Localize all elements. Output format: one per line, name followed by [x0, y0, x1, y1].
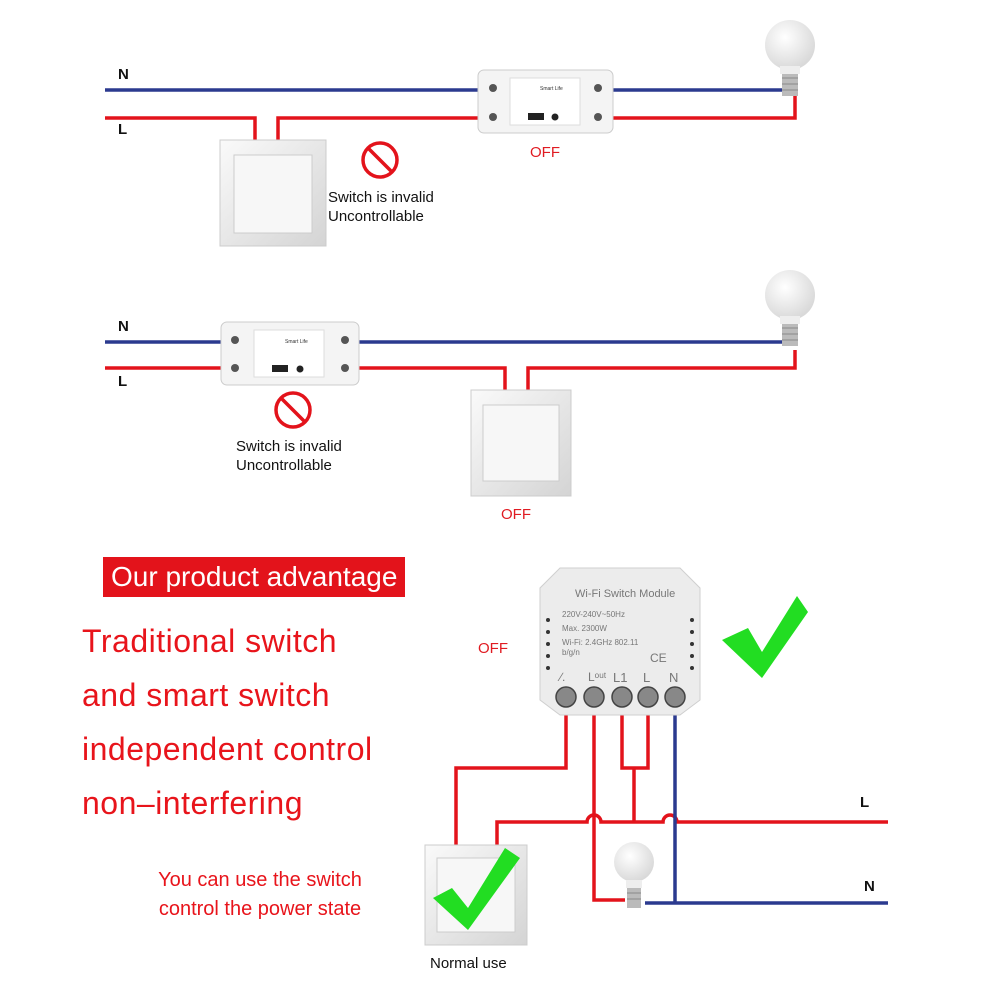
diagram2-lamp	[765, 270, 815, 346]
module-spec: 220V-240V~50Hz	[562, 610, 625, 619]
module-spec: b/g/n	[562, 648, 580, 657]
switch-caption: Normal use	[430, 955, 507, 972]
advantage-line: and smart switch	[82, 677, 331, 713]
module-spec: Max. 2300W	[562, 624, 607, 633]
usage-note-line1: You can use the switch	[158, 869, 362, 891]
check-icon	[722, 596, 808, 678]
module-brand: Smart Life	[285, 339, 308, 345]
terminal-label: L1	[613, 670, 628, 685]
advantage-wall-switch	[424, 844, 528, 946]
ce-mark: CE	[650, 651, 667, 665]
terminal-label: Lᵒᵘᵗ	[588, 670, 607, 684]
terminal-label: N	[669, 670, 679, 685]
prohibited-icon	[361, 141, 399, 179]
note-line2: Uncontrollable	[236, 457, 332, 474]
advantage-line: non–interfering	[82, 785, 303, 821]
diagram1-wires	[105, 88, 797, 145]
module-spec: Wi-Fi: 2.4GHz 802.11	[562, 638, 639, 647]
terminal-label: L	[643, 670, 651, 685]
live-label: L	[860, 794, 870, 811]
note-line2: Uncontrollable	[328, 208, 424, 225]
advantage-banner: Our product advantage	[103, 557, 406, 597]
advantage-lamp	[614, 842, 654, 908]
live-label: L	[118, 121, 128, 138]
neutral-label: N	[864, 878, 875, 895]
usage-note: You can use the switch control the power…	[120, 866, 400, 924]
neutral-label: N	[118, 66, 129, 83]
status-off: OFF	[501, 506, 531, 523]
neutral-label: N	[118, 318, 129, 335]
advantage-line: independent control	[82, 731, 373, 767]
module-title: Wi-Fi Switch Module	[575, 588, 676, 600]
advantage-line: Traditional switch	[82, 623, 338, 659]
diagram2-wires	[105, 340, 797, 395]
prohibited-icon	[274, 391, 312, 429]
note-line1: Switch is invalid	[328, 189, 434, 206]
terminal-label: ∕.	[560, 670, 566, 684]
status-off: OFF	[530, 144, 560, 161]
status-off: OFF	[478, 640, 508, 657]
note-line1: Switch is invalid	[236, 438, 342, 455]
check-icon	[433, 848, 520, 930]
diagram1-lamp	[765, 20, 815, 96]
usage-note-line2: control the power state	[158, 898, 362, 920]
diagram1-module: Smart Life	[477, 69, 614, 134]
diagram2-wall-switch	[470, 389, 572, 497]
module-brand: Smart Life	[540, 86, 563, 92]
advantage-wires	[454, 700, 888, 905]
diagram2-module: Smart Life	[220, 321, 360, 386]
diagram1-wall-switch	[219, 139, 327, 247]
wifi-switch-module	[539, 567, 701, 716]
live-label: L	[118, 373, 128, 390]
